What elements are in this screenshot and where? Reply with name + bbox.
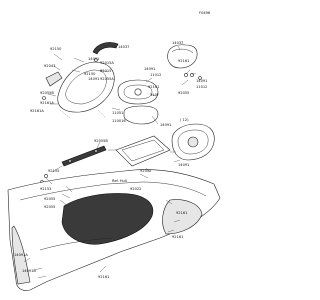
- bin-bracket-left: [42, 71, 63, 100]
- detail-tag: ( 12): [180, 118, 189, 122]
- callout-label: 14091: [88, 77, 99, 81]
- callout-label: 14091: [160, 123, 171, 127]
- callout-label: 92055: [44, 205, 55, 209]
- callout-label: 14037: [172, 41, 183, 45]
- callout-label: 110016: [112, 119, 126, 123]
- ref-hull-label: Ref. Hull: [112, 179, 127, 183]
- seat-cover: [167, 44, 198, 69]
- callout-label: 92015: [100, 69, 111, 73]
- callout-label: 92161: [98, 275, 109, 279]
- callout-label: 110F: [150, 93, 159, 97]
- callout-label: 14091: [196, 79, 207, 83]
- callout-label: 92161: [176, 211, 187, 215]
- callout-label: 14091B: [22, 269, 36, 273]
- plate-frame: [115, 135, 171, 167]
- callout-label: 14091: [144, 67, 155, 71]
- callout-label: 92161A: [40, 101, 54, 105]
- parts-exploded-diagram: F0496 ( 1: [7, 11, 221, 291]
- callout-label: 92055: [178, 91, 189, 95]
- detail-circle: ( 12): [180, 118, 189, 122]
- callout-label: 92055: [44, 197, 55, 201]
- plate-gasket: [123, 105, 159, 125]
- callout-label: 11012: [196, 85, 207, 89]
- callout-label: 92155: [48, 169, 59, 173]
- callout-labels: 14037 92150 92043 14091 92150 92015A 920…: [14, 41, 207, 279]
- figure-code: F0496: [199, 11, 211, 15]
- callout-label: 11051: [112, 111, 123, 115]
- callout-label: 92055B: [94, 139, 108, 143]
- callout-label: 92153: [40, 187, 51, 191]
- callout-label: 92150: [84, 72, 96, 76]
- mounting-bar: [61, 145, 107, 167]
- callout-label: 14091: [88, 57, 99, 61]
- callout-label: 92055B: [40, 91, 54, 95]
- callout-label: 92161: [178, 59, 189, 63]
- callout-label: 11012: [150, 73, 161, 77]
- pump-cover: [171, 123, 215, 161]
- callout-label: 92015A: [100, 61, 114, 65]
- hull: [7, 169, 221, 291]
- callout-label: 14037: [118, 45, 129, 49]
- callout-label: 92055A: [100, 77, 114, 81]
- inspection-plate: [117, 79, 159, 105]
- leader-lines: [23, 45, 197, 279]
- callout-label: 14091: [178, 163, 189, 167]
- callout-label: 14091A: [14, 253, 28, 257]
- callout-label: 92022: [130, 187, 141, 191]
- callout-label: 92005: [140, 169, 151, 173]
- storage-bin: [57, 61, 115, 119]
- callout-label: 92161A: [30, 109, 44, 113]
- callout-label: 92150: [50, 47, 62, 51]
- callout-label: 92161: [172, 235, 183, 239]
- callout-label: 92161: [148, 85, 159, 89]
- callout-label: 92043: [44, 64, 55, 68]
